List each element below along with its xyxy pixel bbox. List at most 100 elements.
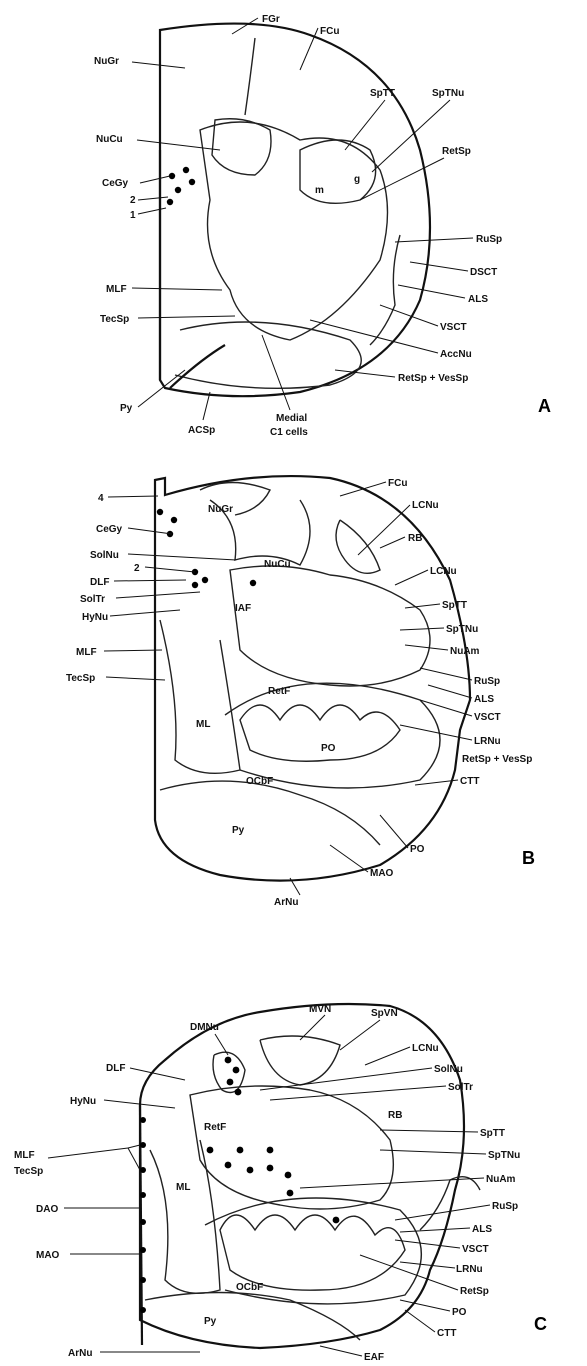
panel-b-label-lrnu: LRNu [474,736,501,747]
panel-a-label-m: m [315,185,324,196]
panel-a-leader [360,158,444,200]
panel-b: 4 FCu LCNu CeGy NuGr SolNu RB 2 NuCu LCN… [66,476,535,908]
panel-c-label-retsp: RetSp [460,1286,489,1297]
panel-b-leader [405,645,448,650]
panel-c-ml-column [150,1140,220,1293]
panel-c-leader [400,1228,470,1232]
panel-c-label-solnu: SolNu [434,1064,463,1075]
panel-b-label-rusp: RuSp [474,676,500,687]
panel-a-fcu-border [245,38,255,115]
panel-b-leader [428,685,472,698]
panel-b-leader [128,528,172,534]
panel-a-leader [345,100,385,150]
panel-c-leader [405,1310,435,1332]
panel-c-label-rb: RB [388,1110,402,1121]
panel-b-label-rb: RB [408,533,422,544]
panel-b-label-solnu: SolNu [90,550,119,561]
panel-b-leader [145,567,195,572]
panel-c-leader [320,1346,362,1356]
panel-a-label-c1-cells: C1 cells [270,427,308,438]
panel-b-label-4: 4 [98,493,104,504]
panel-a-leader [395,238,473,242]
panel-a-label-vsct: VSCT [440,322,467,333]
panel-c-label-eaf: EAF [364,1352,384,1363]
panel-b-label-iaf: IAF [235,603,251,614]
panel-c-lateral-tail [420,1177,480,1230]
panel-a-leader [138,197,168,200]
panel-a-leader [140,176,170,183]
panel-b-label-po: PO [321,743,336,754]
panel-c-nucleus-dot [285,1172,292,1179]
panel-c-midline-dot [140,1192,146,1198]
panel-b-lcnu-region [336,520,380,573]
panel-b-leader [420,668,472,680]
panel-c-leader [360,1255,458,1290]
panel-a-pyramid-line [170,345,225,388]
panel-b-cegy-dot [250,580,256,586]
panel-a-label-1: 1 [130,210,136,221]
panel-b-label-lcnu-2: LCNu [430,566,457,577]
panel-c-nucleus-dot [237,1147,244,1154]
panel-c-label-rusp: RuSp [492,1201,518,1212]
panel-b-leader [114,580,186,581]
panel-c-nucleus-dot [287,1190,294,1197]
panel-c-label-soltr: SolTr [448,1082,473,1093]
panel-b-label-retf: RetF [268,686,290,697]
panel-a-leader [138,208,166,214]
panel-b-label-lcnu: LCNu [412,500,439,511]
panel-a-label-sptt: SpTT [370,88,395,99]
panel-c-midline-dot [140,1117,146,1123]
panel-c-midline-dot [140,1219,146,1225]
panel-a-label-cegy: CeGy [102,178,129,189]
panel-b-label-cegy: CeGy [96,524,123,535]
panel-a: FGr FCu NuGr SpTT SpTNu NuCu RetSp CeGy … [94,14,551,438]
panel-b-leader [110,610,180,616]
panel-c-label-hynu: HyNu [70,1096,96,1107]
panel-b-label-sptt: SpTT [442,600,467,611]
panel-c-nucleus-dot [233,1067,240,1074]
panel-b-leader [380,537,405,548]
panel-c-midline-dot [140,1247,146,1253]
panel-a-label-sptnu: SpTNu [432,88,464,99]
panel-c-nucleus-dot [235,1089,242,1096]
panel-a-cegy-dot [183,167,189,173]
panel-b-label-ctt: CTT [460,776,479,787]
panel-c-label-spvn: SpVN [371,1008,398,1019]
panel-b-leader [380,815,408,848]
panel-a-label-mlf: MLF [106,284,127,295]
panel-c-label-sptt: SpTT [480,1128,505,1139]
panel-c-leader [300,1015,325,1040]
panel-c-nucleus-dot [267,1147,274,1154]
panel-c-label-vsct: VSCT [462,1244,489,1255]
panel-c-nucleus-dot [207,1147,214,1154]
panel-b-label-nucu: NuCu [264,559,291,570]
panel-b-label-tecsp: TecSp [66,673,95,684]
panel-c-nucleus-dot [225,1162,232,1169]
panel-c-label-ocbf: OCbF [236,1282,263,1293]
panel-c-leader [340,1020,380,1050]
panel-b-leader [358,505,410,555]
panel-b-leader [395,570,428,585]
panel-b-label-retsp-vessp: RetSp + VesSp [462,754,532,765]
panel-c-label-ml: ML [176,1182,190,1193]
panel-b-leader [104,650,162,651]
panel-a-leader [132,288,222,290]
panel-b-olive-outer [225,683,440,788]
panel-a-cegy-dot [189,179,195,185]
panel-a-leader [310,320,438,353]
panel-c-leader [365,1047,410,1065]
panel-b-label-nuam: NuAm [450,646,480,657]
panel-a-label-fgr: FGr [262,14,280,25]
panel-a-leader [262,335,290,410]
panel-c-leader [395,1205,490,1220]
panel-b-leader [330,845,368,872]
panel-b-label-als: ALS [474,694,494,705]
panel-b-cegy-dot [202,577,208,583]
panel-c-outline [140,1004,464,1348]
panel-b-outline [155,476,470,881]
panel-b-label-vsct: VSCT [474,712,501,723]
panel-c-nucleus-dot [247,1167,254,1174]
panel-a-ventral-horn-region [175,322,361,388]
panel-b-label-fcu: FCu [388,478,407,489]
panel-b-label-hynu: HyNu [82,612,108,623]
